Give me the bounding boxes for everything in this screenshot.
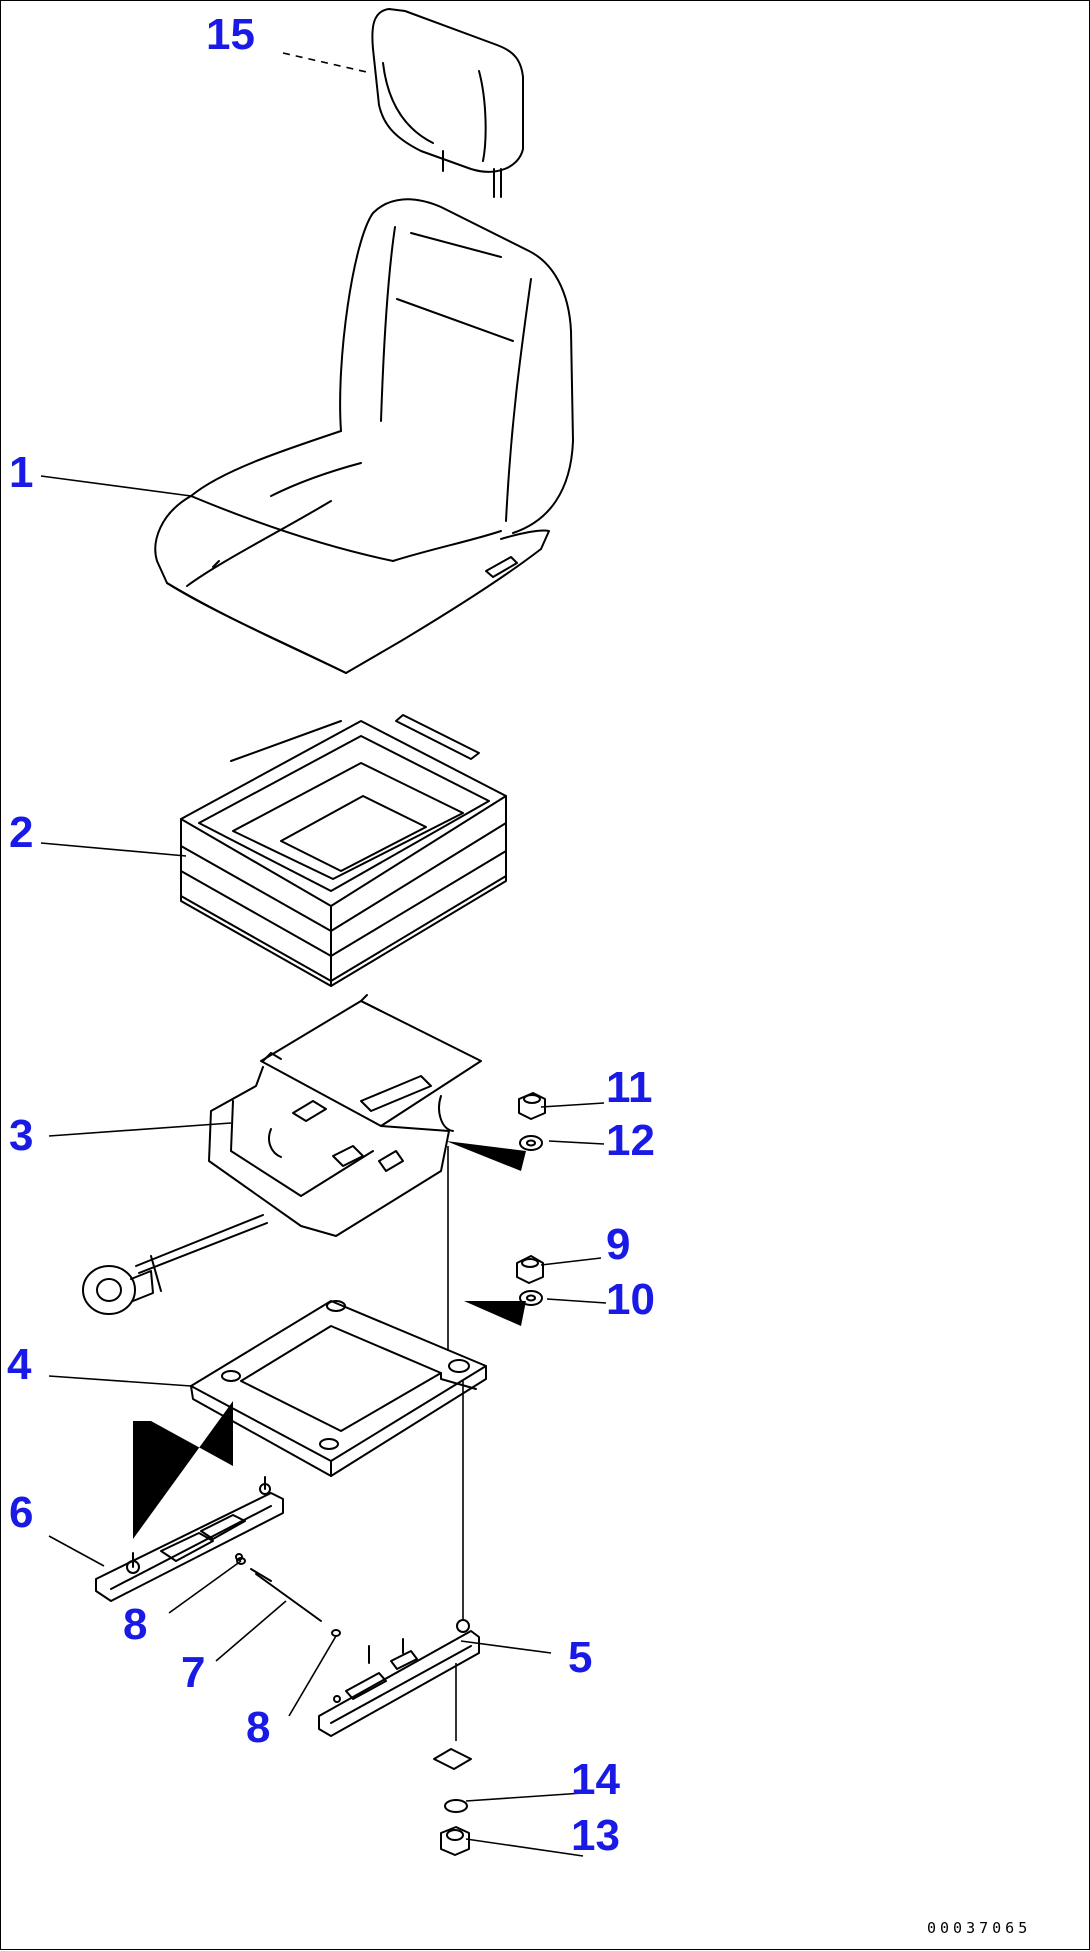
callout-15: 15 [206, 10, 255, 59]
right-slide-rail-part-5 [318, 1619, 480, 1737]
washer-part-10 [519, 1290, 543, 1306]
callout-7: 7 [181, 1648, 206, 1697]
callout-14: 14 [571, 1755, 620, 1804]
callout-5: 5 [568, 1633, 593, 1682]
seat-part-1 [154, 198, 574, 674]
headrest-part-15 [371, 8, 524, 198]
callout-2: 2 [9, 808, 34, 857]
callout-11: 11 [606, 1063, 653, 1112]
callout-12: 12 [606, 1116, 655, 1165]
drawing-code: 00037065 [927, 1919, 1032, 1937]
slide-mechanism-part-3 [82, 994, 482, 1315]
callout-3: 3 [9, 1111, 34, 1160]
nut-part-13 [440, 1826, 470, 1856]
clip-part-8-left [236, 1557, 246, 1565]
nut-part-11 [518, 1092, 546, 1120]
plate-part-14 [433, 1748, 472, 1813]
nut-part-9 [516, 1255, 544, 1284]
clip-part-8-right [331, 1629, 341, 1637]
callout-8-upper: 8 [123, 1600, 148, 1649]
left-slide-rail-part-6 [95, 1476, 284, 1602]
callout-4: 4 [7, 1340, 32, 1389]
pin-part-7 [255, 1573, 322, 1622]
suspension-part-2 [180, 714, 507, 987]
callout-9: 9 [606, 1220, 631, 1269]
callout-13: 13 [571, 1811, 620, 1860]
callout-10: 10 [606, 1275, 655, 1324]
callout-1: 1 [9, 448, 34, 497]
washer-part-12 [519, 1135, 543, 1151]
callout-8-lower: 8 [246, 1703, 271, 1752]
callout-6: 6 [9, 1488, 34, 1537]
mounting-plate-part-4 [190, 1300, 487, 1477]
leader-lines [40, 52, 607, 1857]
